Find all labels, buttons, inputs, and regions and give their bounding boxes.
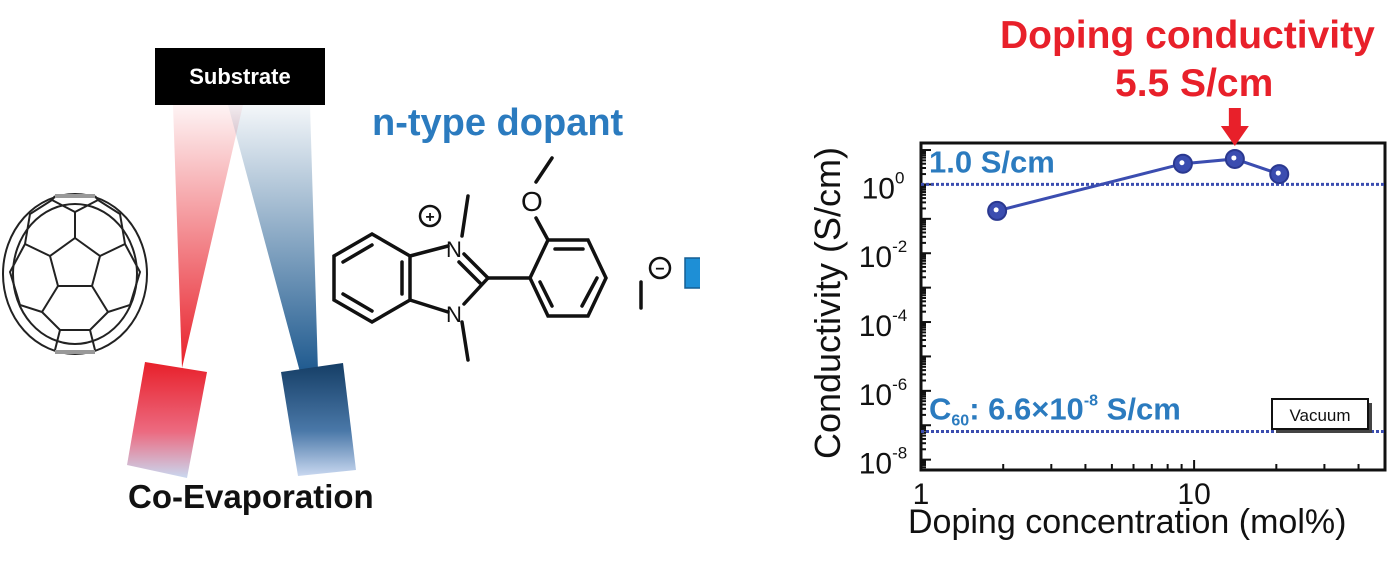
data-point-highlight (1275, 170, 1281, 176)
legend-label: Vacuum (1289, 406, 1350, 425)
data-point-highlight (993, 207, 999, 213)
coevaporation-diagram: N N O I + − (2, 105, 700, 478)
highlight-value: 5.5 S/cm (1115, 62, 1274, 105)
highlight-title: Doping conductivity (1000, 14, 1375, 57)
c60-molecule-icon (2, 193, 148, 355)
y-tick-label: 10-4 (859, 306, 908, 343)
process-arrow-icon (684, 257, 700, 289)
data-point-highlight (1179, 160, 1185, 166)
y-axis-label: Conductivity (S/cm) (807, 146, 848, 460)
y-tick-label: 10-8 (859, 444, 908, 481)
dopant-molecule-structure (332, 156, 643, 362)
legend-box (1271, 398, 1369, 430)
y-tick-label: 10-6 (859, 375, 908, 412)
atom-n-bottom: N (446, 302, 462, 327)
atom-oxygen: O (521, 186, 543, 217)
process-label: Co-Evaporation (128, 478, 374, 515)
x-tick-label: 1 (913, 478, 930, 511)
data-point-highlight (1231, 155, 1237, 161)
highlight-arrow-icon (1220, 108, 1249, 146)
substrate-label: Substrate (155, 48, 325, 105)
atom-n-top: N (446, 237, 462, 262)
dopant-source-crucible (281, 363, 356, 476)
svg-text:+: + (425, 209, 434, 226)
y-tick-label: 10-2 (859, 237, 908, 274)
c60-beam (173, 105, 243, 368)
dopant-label: n-type dopant (372, 102, 624, 144)
reference-line-label: C60: 6.6×10-8 S/cm (929, 391, 1181, 429)
positive-charge-icon: + (418, 204, 442, 228)
y-tick-label: 100 (862, 168, 905, 205)
svg-text:−: − (655, 261, 664, 278)
c60-source-crucible (127, 362, 207, 478)
x-axis-label: Doping concentration (mol%) (908, 503, 1347, 541)
series-line (996, 157, 1280, 213)
dopant-beam (228, 105, 318, 372)
negative-charge-icon: − (648, 256, 672, 280)
reference-line-label: 1.0 S/cm (929, 144, 1055, 179)
x-tick-label: 10 (1177, 478, 1210, 511)
